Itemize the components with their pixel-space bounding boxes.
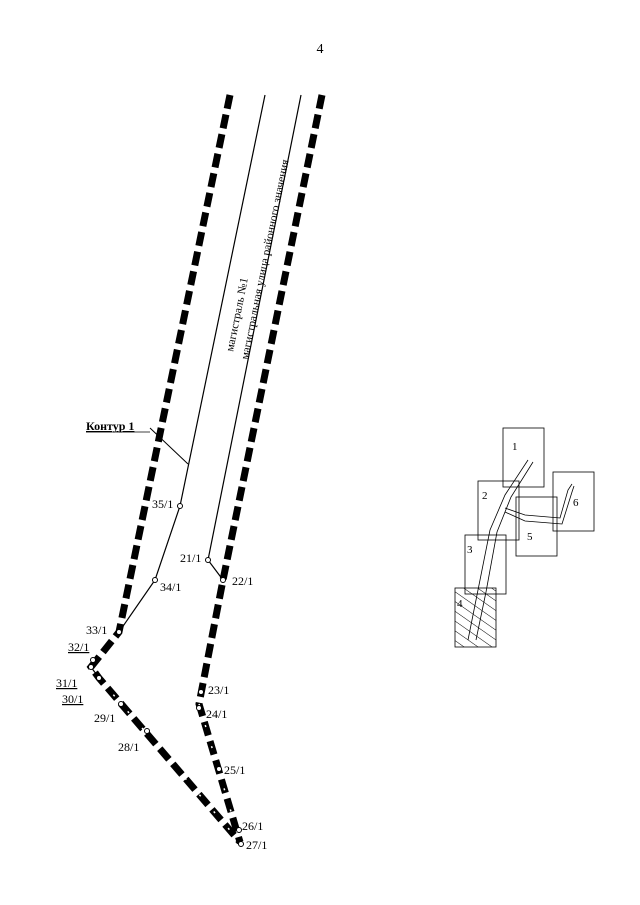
right-red-line — [195, 94, 326, 843]
sheet-box-4 — [454, 587, 497, 648]
contour-label: Контур 1 — [86, 419, 134, 433]
index-branch-lower — [504, 485, 575, 525]
point-label-22-1: 22/1 — [232, 574, 253, 588]
point-marker-28-1 — [144, 728, 150, 734]
point-labels: 35/1 34/1 33/1 32/1 31/1 30/1 29/1 28/1 … — [56, 497, 267, 852]
index-map: 1 2 3 4 5 6 — [454, 427, 595, 648]
point-label-23-1: 23/1 — [208, 683, 229, 697]
page-number: 4 — [316, 42, 324, 57]
left-red-line — [86, 94, 243, 845]
point-label-24-1: 24/1 — [206, 707, 227, 721]
road-lines — [90, 94, 302, 679]
point-label-25-1: 25/1 — [224, 763, 245, 777]
point-marker-30-1 — [96, 675, 102, 681]
sheet-num-5: 5 — [527, 531, 533, 543]
point-label-21-1: 21/1 — [180, 551, 201, 565]
point-label-33-1: 33/1 — [86, 623, 107, 637]
sheet-box-2 — [477, 480, 520, 541]
point-marker-29-1 — [118, 701, 124, 707]
contour-callout: Контур 1 — [86, 419, 189, 465]
sheet-num-4: 4 — [457, 598, 463, 610]
road-label-district: магистральная улица районного значения — [239, 158, 292, 361]
point-marker-24-1 — [196, 705, 202, 711]
sheet-box-5 — [515, 496, 558, 557]
point-label-32-1: 32/1 — [68, 640, 89, 654]
road-line-main1 — [118, 94, 266, 633]
point-marker-31-1 — [88, 664, 94, 670]
point-label-34-1: 34/1 — [160, 580, 181, 594]
point-label-31-1: 31/1 — [56, 676, 77, 690]
sheet-box-1 — [502, 427, 545, 488]
point-label-28-1: 28/1 — [118, 740, 139, 754]
sheet-num-3: 3 — [467, 544, 473, 556]
point-marker-34-1 — [152, 577, 158, 583]
point-marker-25-1 — [216, 766, 222, 772]
sheet-num-6: 6 — [573, 497, 579, 509]
point-label-27-1: 27/1 — [246, 838, 267, 852]
point-label-35-1: 35/1 — [152, 497, 173, 511]
sheet-num-2: 2 — [482, 490, 488, 502]
index-corridor-right — [475, 461, 534, 641]
index-branch-upper — [504, 483, 573, 519]
point-marker-35-1 — [177, 503, 183, 509]
red-lines — [86, 94, 326, 845]
point-marker-22-1 — [220, 577, 226, 583]
point-label-29-1: 29/1 — [94, 711, 115, 725]
sheet-box-6 — [552, 471, 595, 532]
sheet-box-4-hatch — [455, 588, 496, 647]
point-marker-33-1 — [116, 629, 122, 635]
point-marker-32-1 — [90, 657, 96, 663]
point-marker-23-1 — [198, 689, 204, 695]
index-corridor-left — [467, 459, 529, 641]
sheet-num-1: 1 — [512, 441, 518, 453]
point-marker-27-1 — [238, 841, 244, 847]
point-markers — [88, 503, 244, 847]
point-marker-21-1 — [205, 557, 211, 563]
point-label-30-1: 30/1 — [62, 692, 83, 706]
point-label-26-1: 26/1 — [242, 819, 263, 833]
point-marker-26-1 — [236, 827, 242, 833]
